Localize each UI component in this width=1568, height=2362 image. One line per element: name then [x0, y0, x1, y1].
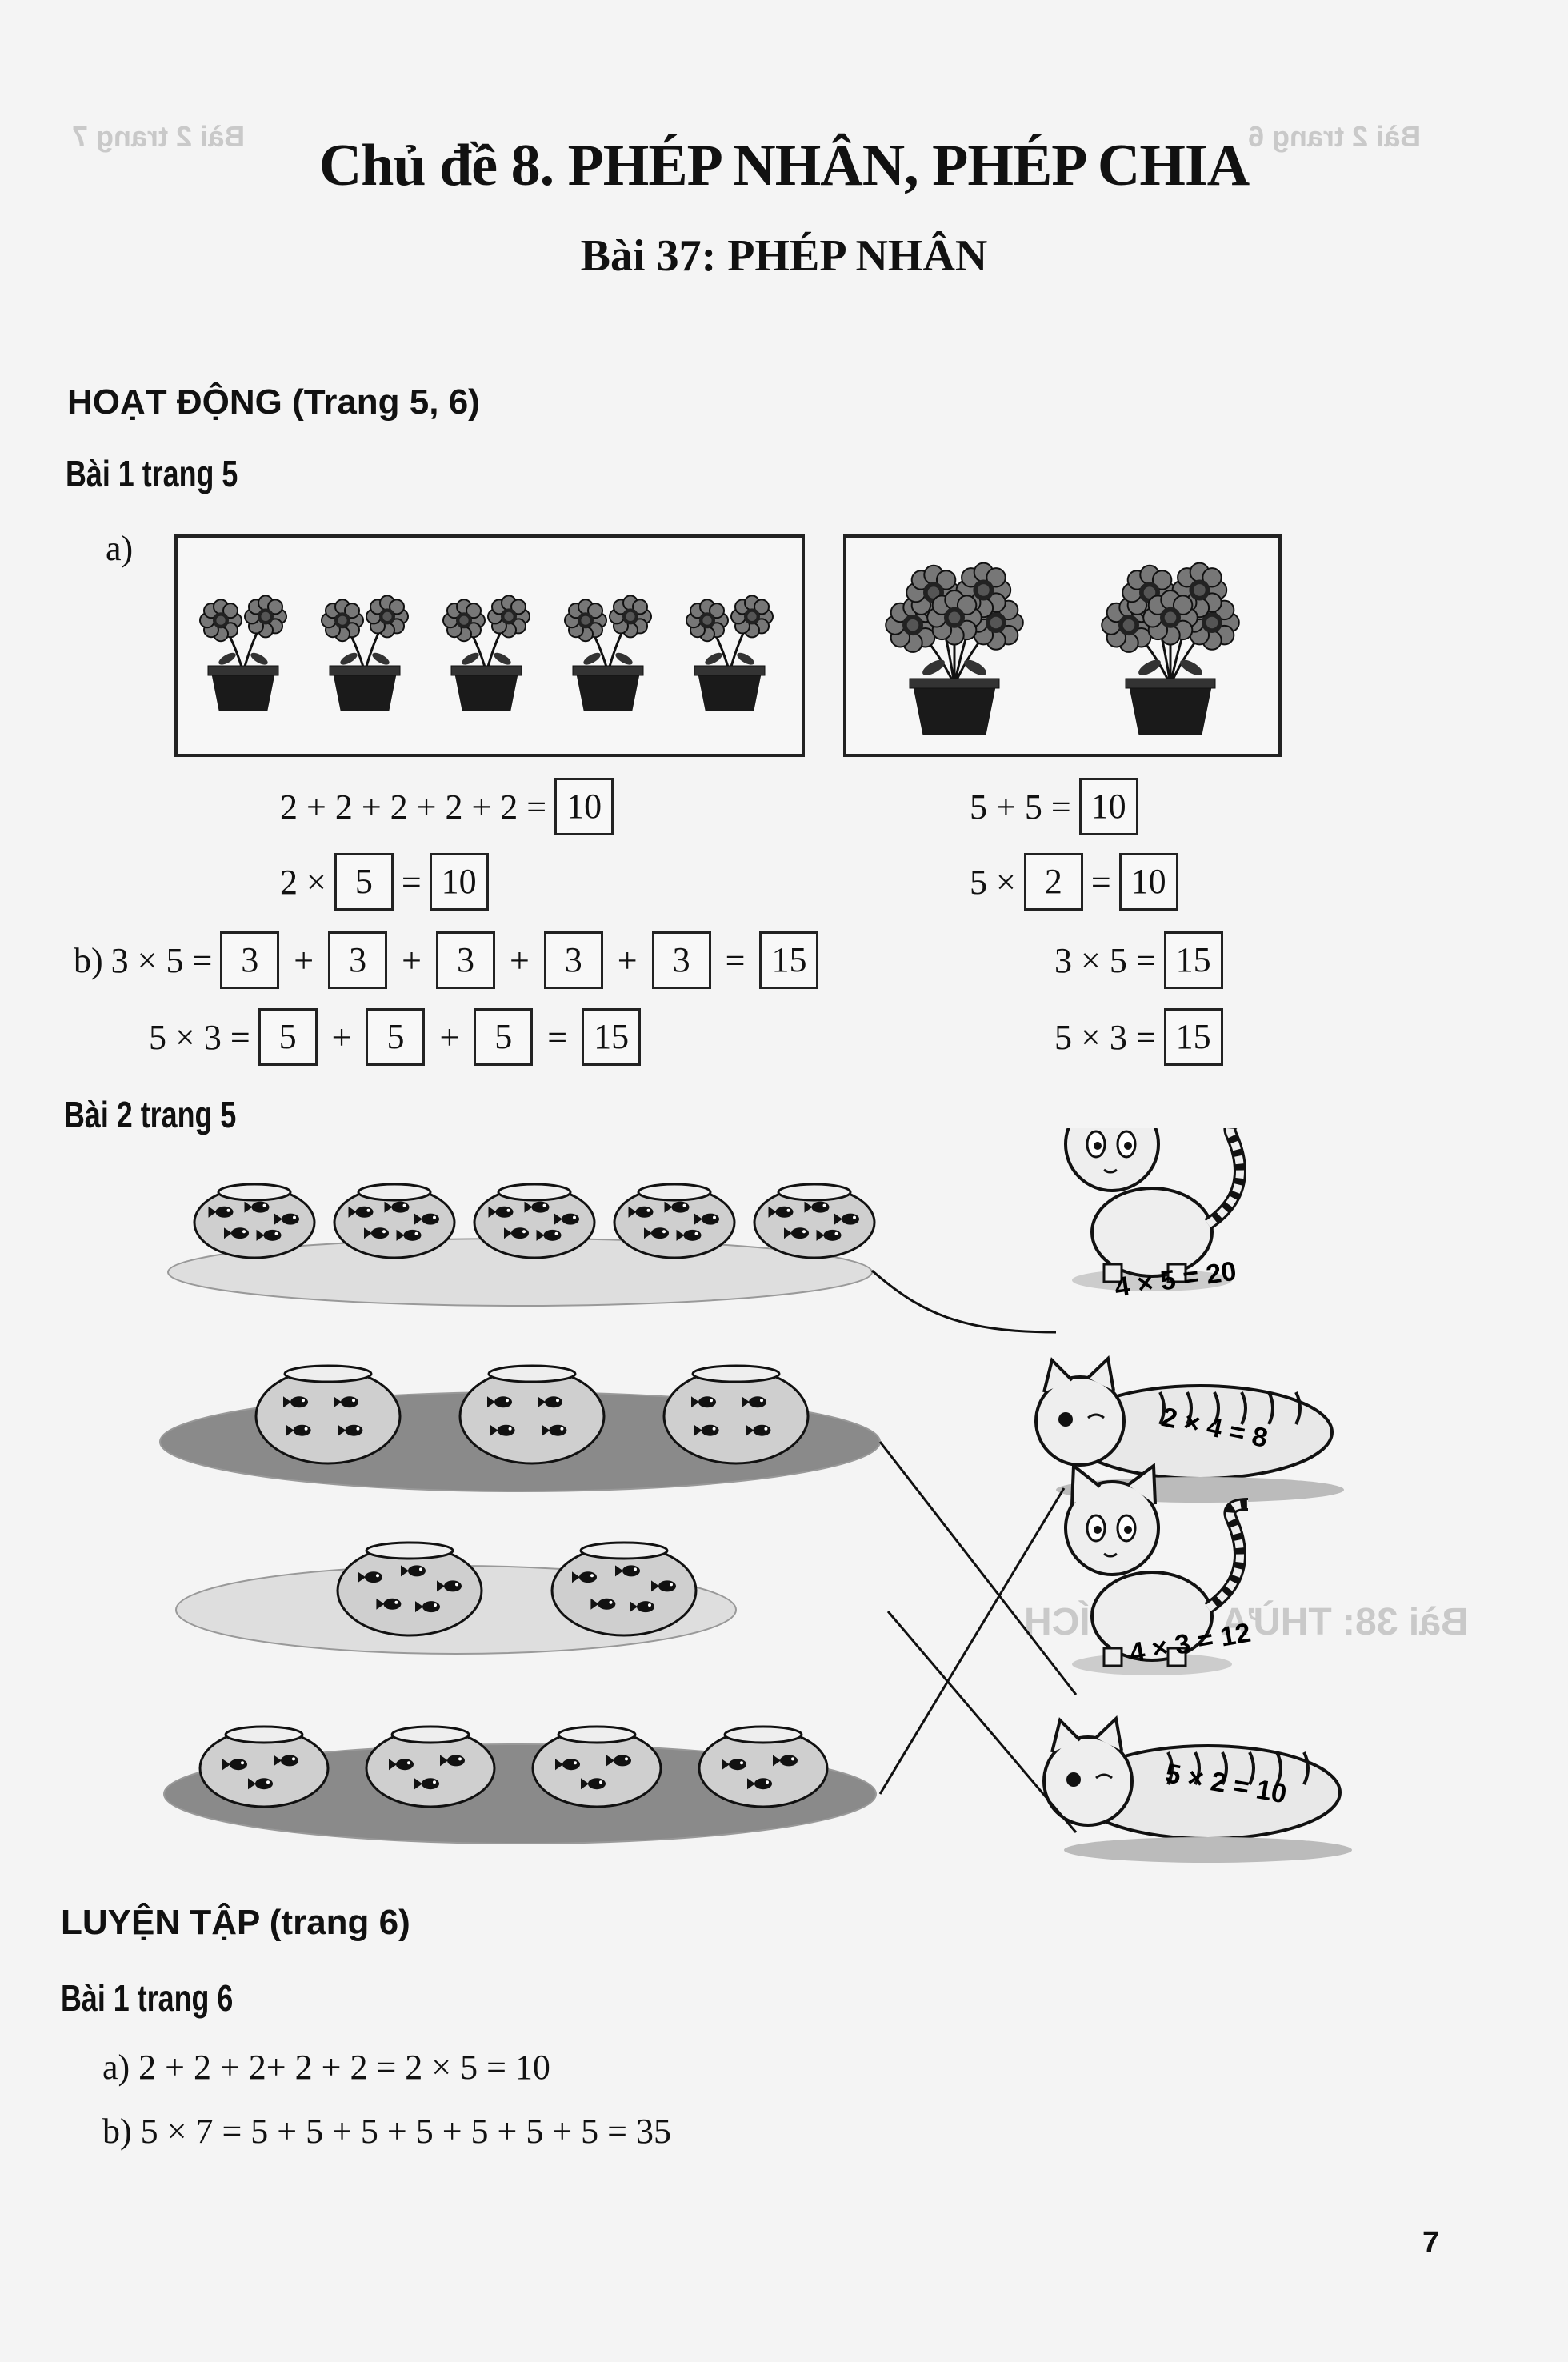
fishbowl — [531, 1725, 662, 1808]
answer-box: 5 — [366, 1008, 426, 1066]
flower-pot — [686, 595, 774, 711]
equation-b-line1: b) 3 × 5 = 3 + 3 + 3 + 3 + 3 = 15 — [74, 931, 819, 989]
equation-b-right1: 3 × 5 = 15 — [1054, 931, 1223, 989]
fishbowl — [698, 1725, 829, 1808]
header: Chủ đề 8. PHÉP NHÂN, PHÉP CHIA Bài 37: P… — [0, 132, 1568, 282]
answer-box: 2 — [1023, 853, 1083, 911]
fishbowl — [753, 1183, 876, 1259]
exercise-title-bai2-trang5: Bài 2 trang 5 — [64, 1094, 237, 1135]
equation-b-right2: 5 × 3 = 15 — [1054, 1008, 1223, 1066]
section-heading-hoat-dong: HOẠT ĐỘNG (Trang 5, 6) — [67, 382, 480, 422]
fishbowl — [336, 1541, 483, 1637]
fishbowl — [254, 1364, 402, 1465]
answer-box: 3 — [543, 931, 603, 989]
right-flower-panel — [843, 534, 1282, 757]
flower-pot — [321, 595, 409, 711]
fishbowl — [333, 1183, 456, 1259]
answer-box: 15 — [1163, 931, 1223, 989]
flower-pots-left — [199, 595, 774, 711]
flower-pots-right — [885, 562, 1240, 735]
answer-box: 3 — [435, 931, 495, 989]
equation-b-line2: 5 × 3 = 5 + 5 + 5 = 15 — [149, 1008, 642, 1066]
answer-box: 3 — [328, 931, 388, 989]
answer-box: 5 — [258, 1008, 318, 1066]
fishbowl — [458, 1364, 606, 1465]
luyen-tap-line-b: b) 5 × 7 = 5 + 5 + 5 + 5 + 5 + 5 + 5 = 3… — [102, 2112, 671, 2151]
answer-box: 10 — [1118, 853, 1178, 911]
fishbowl — [365, 1725, 496, 1808]
fishbowl — [613, 1183, 736, 1259]
answer-box: 10 — [554, 778, 614, 835]
answer-box: 3 — [651, 931, 711, 989]
equation-right-row1: 5 + 5 = 10 — [970, 778, 1138, 835]
fishbowl — [473, 1183, 596, 1259]
cat — [1064, 1128, 1246, 1291]
match-line — [878, 1487, 1066, 1795]
section-heading-luyen-tap: LUYỆN TẬP (trang 6) — [61, 1903, 410, 1942]
part-a-label: a) — [106, 529, 134, 568]
plate — [163, 1743, 877, 1844]
fishbowl — [198, 1725, 330, 1808]
exercise-title-bai1-trang5: Bài 1 trang 5 — [66, 453, 238, 494]
fishbowl-cat-matching: 4 × 5 = 202 × 4 = 84 × 3 = 125 × 2 = 10 — [159, 1128, 1352, 1863]
answer-box: 10 — [1078, 778, 1138, 835]
fishbowl — [193, 1183, 316, 1259]
match-line — [878, 1441, 1078, 1695]
match-line — [871, 1269, 1057, 1334]
flower-pot — [199, 595, 287, 711]
answer-box: 5 — [474, 1008, 534, 1066]
equation-right-row2: 5 × 2 = 10 — [970, 853, 1178, 911]
answer-box: 5 — [334, 853, 394, 911]
equation-left-row2: 2 × 5 = 10 — [280, 853, 489, 911]
answer-box: 15 — [1163, 1008, 1223, 1066]
fishbowl — [662, 1364, 810, 1465]
answer-box: 15 — [759, 931, 819, 989]
answer-box: 10 — [429, 853, 489, 911]
answer-box: 3 — [220, 931, 280, 989]
flower-pot — [564, 595, 652, 711]
equation-left-row1: 2 + 2 + 2 + 2 + 2 = 10 — [280, 778, 614, 835]
left-flower-panel — [174, 534, 805, 757]
answer-box: 15 — [582, 1008, 642, 1066]
flower-pot — [885, 562, 1024, 735]
exercise-title-bai1-trang6: Bài 1 trang 6 — [61, 1977, 234, 2019]
flower-pot — [442, 595, 530, 711]
chapter-title: Chủ đề 8. PHÉP NHÂN, PHÉP CHIA — [318, 133, 1250, 198]
lesson-title: Bài 37: PHÉP NHÂN — [580, 231, 988, 281]
page-number: 7 — [1422, 2226, 1440, 2260]
fishbowl — [550, 1541, 698, 1637]
cat — [1064, 1463, 1249, 1675]
match-line — [886, 1611, 1078, 1833]
flower-pot — [1101, 562, 1240, 735]
cat — [1042, 1715, 1352, 1863]
luyen-tap-line-a: a) 2 + 2 + 2+ 2 + 2 = 2 × 5 = 10 — [102, 2048, 550, 2087]
